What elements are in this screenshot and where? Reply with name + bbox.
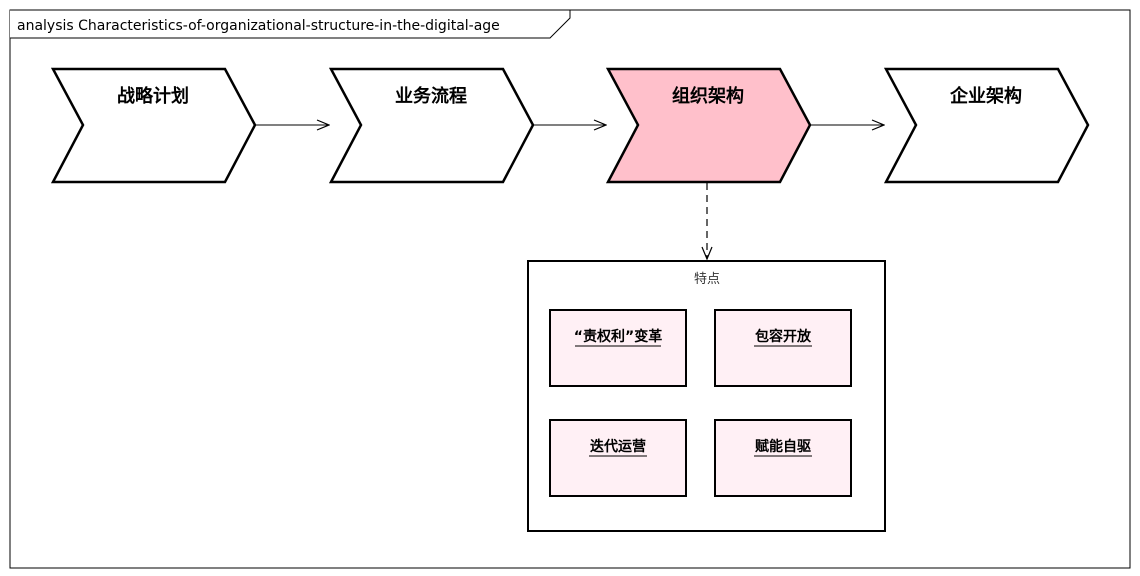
chevron-label: 组织架构 bbox=[672, 85, 744, 107]
item-iterative-operation[interactable]: 迭代运营 bbox=[549, 419, 687, 497]
frame-title-tab bbox=[10, 9, 571, 39]
item-empowerment-self-drive[interactable]: 赋能自驱 bbox=[714, 419, 852, 497]
item-box bbox=[549, 309, 687, 387]
chevron-enterprise-architecture[interactable]: 企业架构 bbox=[883, 67, 1090, 184]
item-box bbox=[714, 419, 852, 497]
item-box bbox=[549, 419, 687, 497]
chevron-label: 企业架构 bbox=[949, 85, 1022, 107]
chevron-label: 战略计划 bbox=[117, 85, 189, 107]
item-responsibility-reform[interactable]: “责权利”变革 bbox=[549, 309, 687, 387]
item-label: “责权利”变革 bbox=[574, 328, 662, 345]
chevron-shape bbox=[883, 67, 1090, 184]
item-label: 赋能自驱 bbox=[755, 438, 811, 455]
chevron-organization-structure[interactable]: 组织架构 bbox=[605, 67, 812, 184]
group-label: 特点 bbox=[694, 272, 720, 287]
chevron-shape bbox=[605, 67, 812, 184]
chevron-shape bbox=[50, 67, 257, 184]
item-label: 包容开放 bbox=[755, 328, 812, 345]
item-box bbox=[714, 309, 852, 387]
item-label: 迭代运营 bbox=[590, 438, 646, 455]
chevron-label: 业务流程 bbox=[395, 85, 467, 107]
chevron-business-process[interactable]: 业务流程 bbox=[328, 67, 535, 184]
characteristics-group[interactable]: 特点 “责权利”变革 包容开放 迭代运营 赋能自驱 bbox=[527, 260, 886, 532]
item-inclusive-open[interactable]: 包容开放 bbox=[714, 309, 852, 387]
frame-title: analysis Characteristics-of-organization… bbox=[17, 18, 500, 34]
chevron-shape bbox=[328, 67, 535, 184]
chevron-strategy-plan[interactable]: 战略计划 bbox=[50, 67, 257, 184]
